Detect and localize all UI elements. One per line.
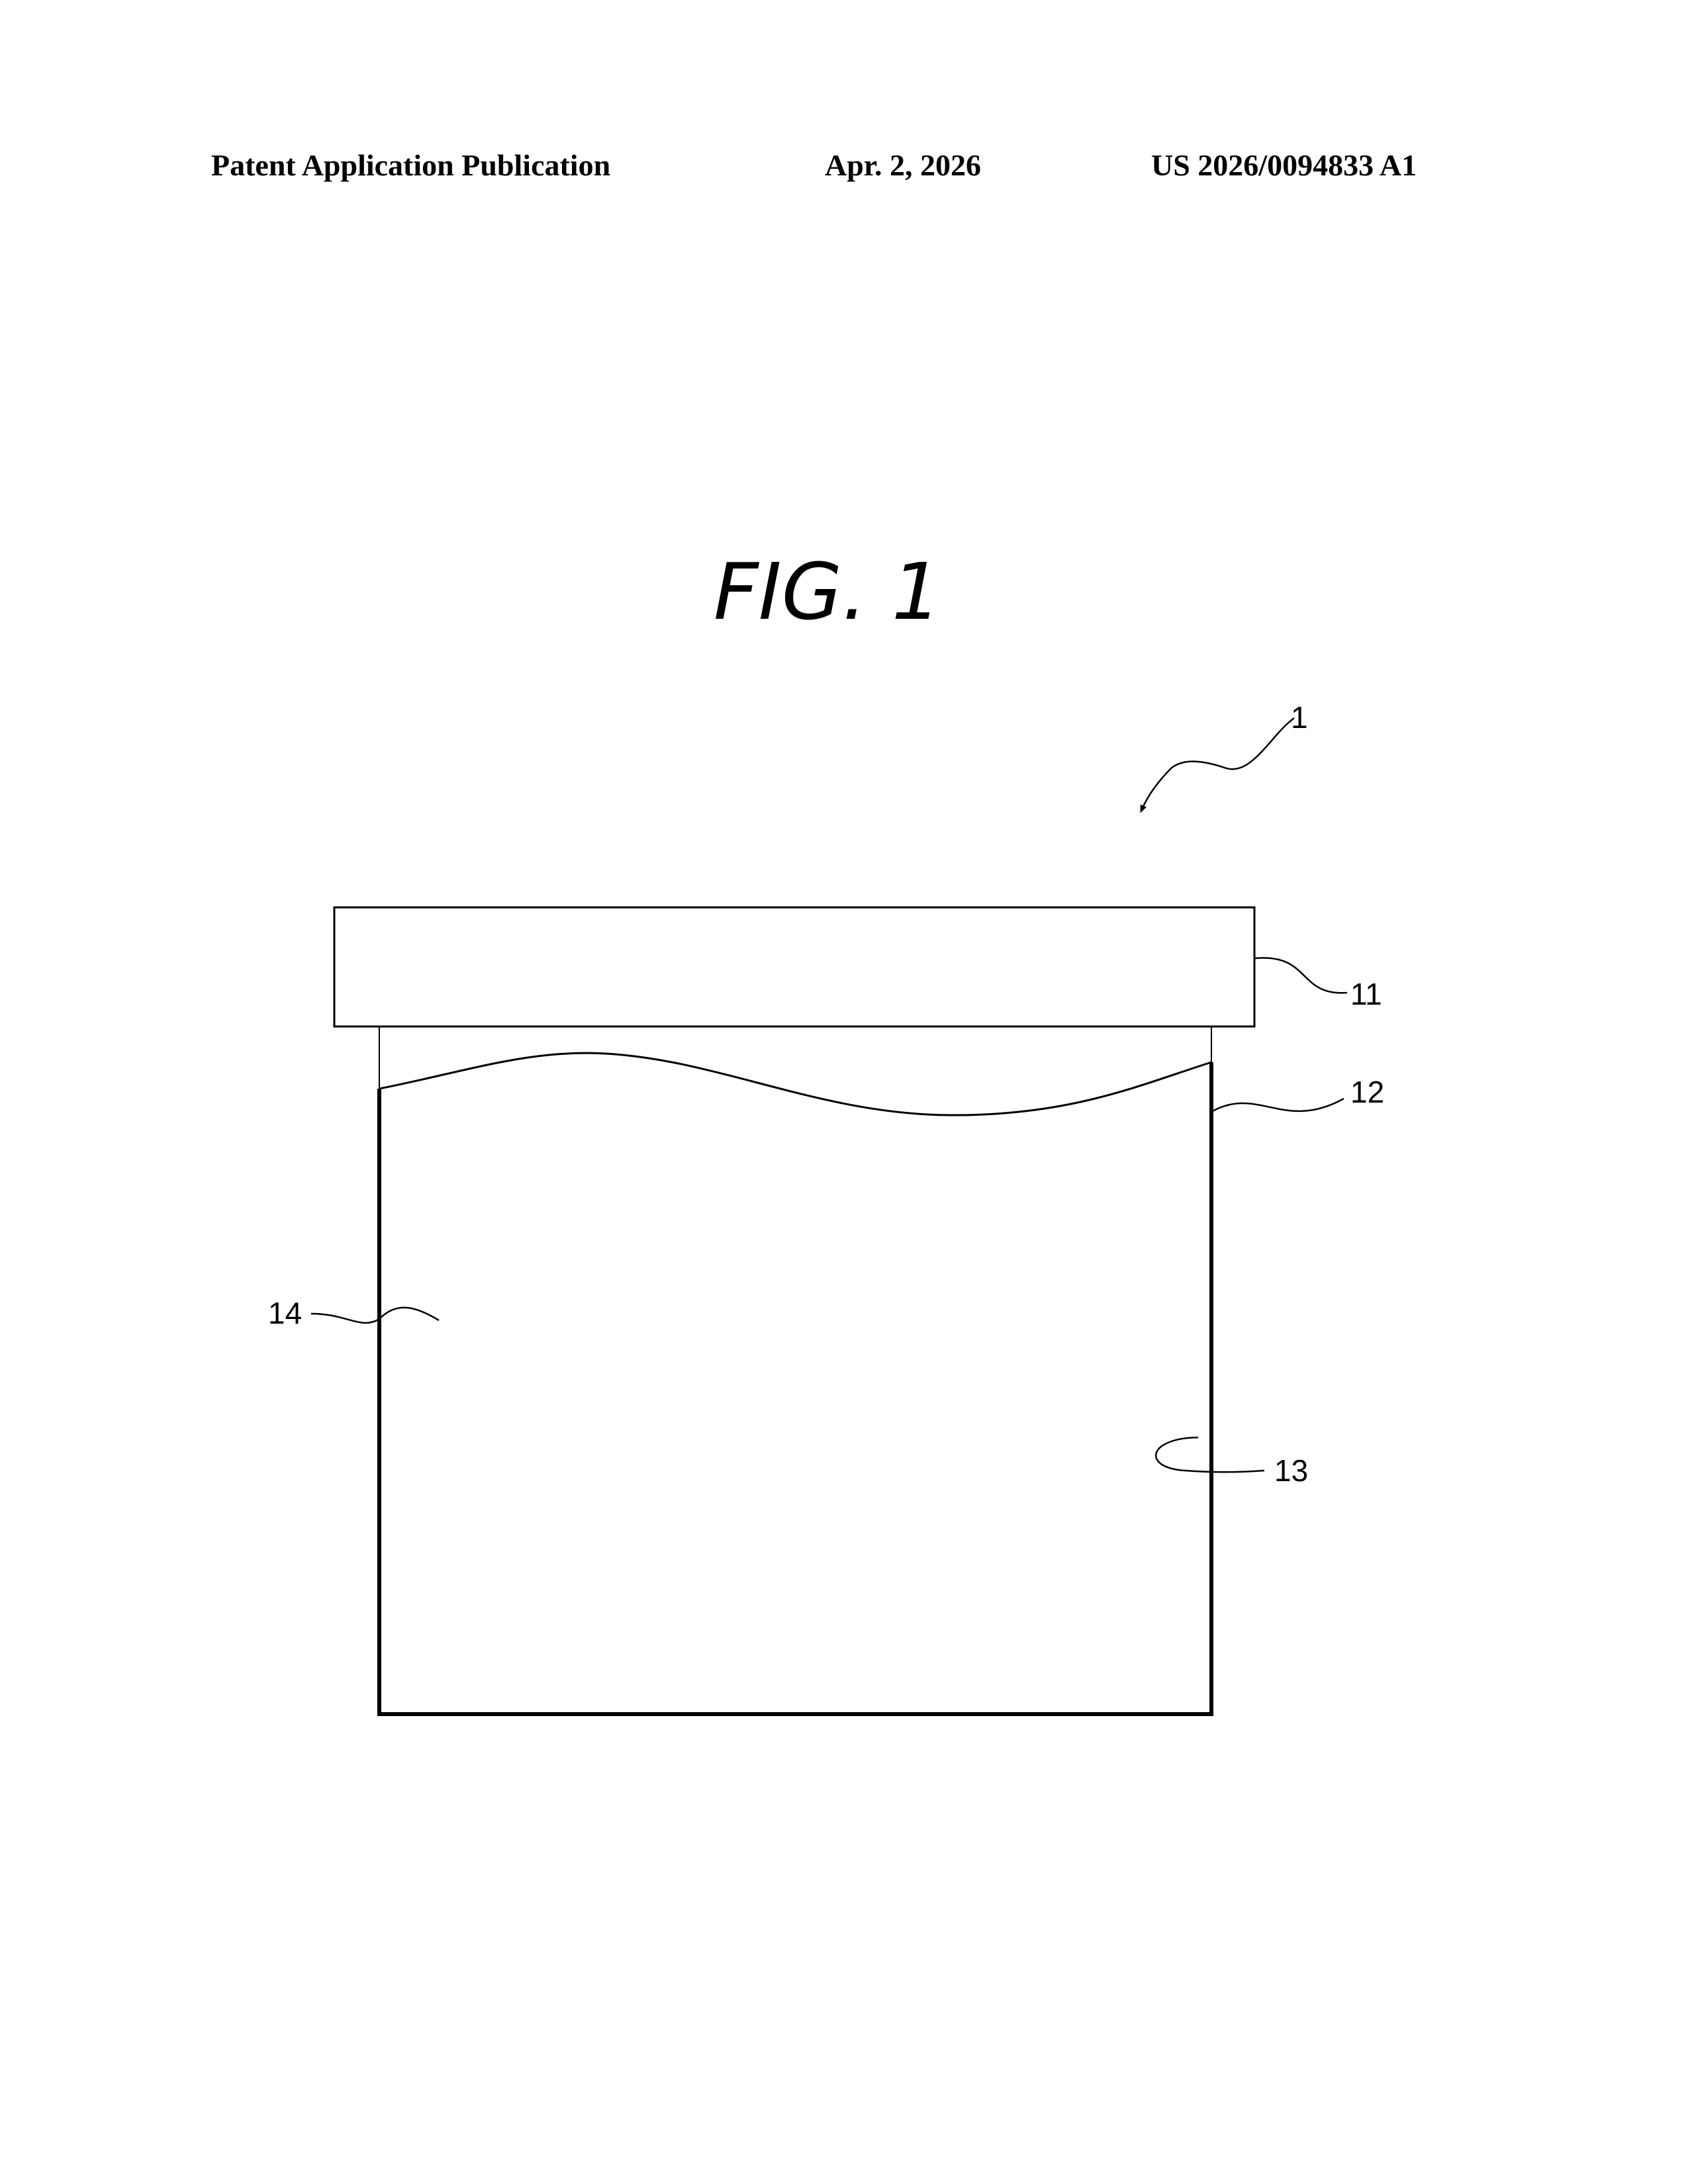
- figure-title: FIG. 1: [714, 546, 941, 637]
- ref-label-14: 14: [268, 1296, 302, 1330]
- ref-label-12: 12: [1350, 1075, 1384, 1109]
- container-wall: [379, 1062, 1211, 1714]
- ref-label-1: 1: [1291, 700, 1308, 735]
- leader-line-12: [1211, 1099, 1344, 1112]
- leader-line-11: [1254, 958, 1347, 993]
- leader-line-14: [311, 1308, 439, 1323]
- lid: [334, 907, 1254, 1026]
- ref-label-13: 13: [1274, 1453, 1308, 1488]
- leader-line-1: [1142, 718, 1294, 809]
- ref-label-11: 11: [1350, 977, 1382, 1011]
- liquid-surface: [379, 1053, 1211, 1115]
